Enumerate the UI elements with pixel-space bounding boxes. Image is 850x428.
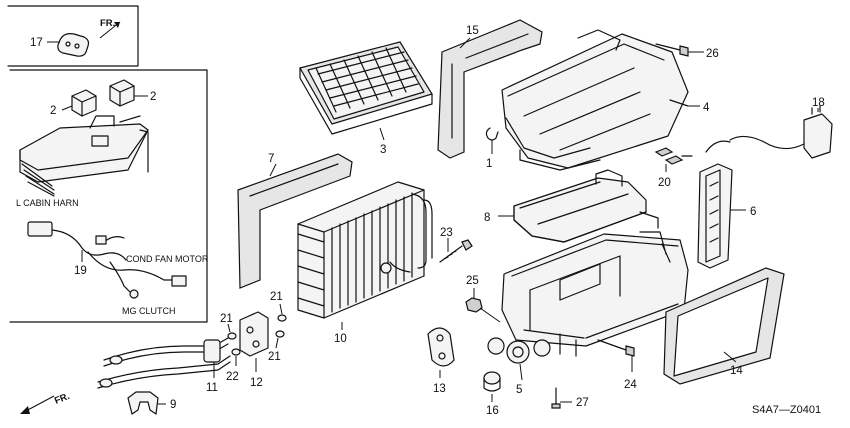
part-19-sub-harness[interactable] [27, 221, 187, 299]
callout-17: 17 [30, 37, 43, 49]
part-7-foam-strip[interactable] [237, 153, 353, 289]
callout-2b: 2 [150, 91, 156, 103]
part-21-o-ring-b[interactable] [277, 314, 287, 322]
callout-10: 10 [334, 333, 347, 345]
callout-6: 6 [750, 206, 756, 218]
callout-21a: 21 [220, 313, 233, 325]
part-2-relay-right[interactable] [109, 79, 135, 107]
part-3-air-filter[interactable] [299, 41, 433, 135]
part-9-pipe-clamp[interactable] [127, 391, 159, 415]
label-mg-clutch: MG CLUTCH [122, 306, 176, 316]
part-20-sensor-clips[interactable] [654, 147, 693, 165]
part-4-upper-case[interactable] [501, 29, 689, 171]
part-8-drain-tray[interactable] [513, 169, 659, 243]
part-17-connector[interactable] [47, 33, 90, 57]
part-11-pipe-assembly[interactable] [97, 337, 231, 389]
front-label-bottom: FR. [53, 391, 71, 407]
part-26-screw[interactable] [655, 43, 689, 57]
part-15-foam-seal[interactable] [437, 19, 543, 159]
front-arrow-icon-top [99, 21, 121, 39]
front-arrow-icon-bottom [20, 395, 55, 414]
callout-16: 16 [486, 405, 499, 417]
part-12-expansion-valve[interactable] [239, 311, 269, 357]
callout-7: 7 [268, 153, 274, 165]
part-5-lower-case[interactable] [487, 231, 689, 364]
part-18-thermostat[interactable] [705, 105, 833, 159]
callout-21b: 21 [270, 291, 283, 303]
callout-18: 18 [812, 97, 825, 109]
part-16-cap[interactable] [483, 371, 501, 392]
callout-22: 22 [226, 371, 239, 383]
callout-27: 27 [576, 397, 589, 409]
callout-25: 25 [466, 275, 479, 287]
diagram-code: S4A7—Z0401 [752, 404, 821, 416]
callout-15: 15 [466, 25, 479, 37]
callout-19: 19 [74, 265, 87, 277]
callout-9: 9 [170, 399, 176, 411]
callout-5: 5 [516, 384, 522, 396]
part-10-evaporator[interactable] [297, 181, 433, 319]
callout-24: 24 [624, 379, 637, 391]
part-22-o-ring[interactable] [231, 348, 241, 356]
front-label-top: FR. [100, 18, 115, 29]
part-6-side-panel[interactable] [697, 163, 733, 269]
part-25-nut[interactable] [465, 297, 483, 313]
callout-4: 4 [703, 102, 710, 114]
part-24-bolt[interactable] [597, 339, 635, 357]
inset-frames [7, 5, 208, 323]
callout-13: 13 [433, 383, 446, 395]
callout-11: 11 [206, 382, 218, 394]
part-2-relay-left[interactable] [71, 89, 97, 117]
callout-3: 3 [380, 144, 386, 156]
label-cond-fan-motor: COND FAN MOTOR [126, 254, 209, 264]
label-cabin-harness: L CABIN HARN [16, 198, 79, 208]
part-1-clip[interactable] [485, 127, 499, 141]
callout-21c: 21 [268, 351, 281, 363]
callout-20: 20 [658, 177, 671, 189]
part-14-foam-gasket[interactable] [663, 267, 785, 385]
callout-23: 23 [440, 227, 453, 239]
part-21-o-ring-c[interactable] [275, 330, 285, 338]
callout-8: 8 [484, 212, 490, 224]
callout-14: 14 [730, 365, 743, 377]
callout-12: 12 [250, 377, 263, 389]
callout-2a: 2 [50, 105, 56, 117]
relay-box-harness [19, 115, 149, 197]
part-23-bolt[interactable] [439, 239, 473, 263]
callout-1: 1 [486, 158, 492, 170]
part-21-o-ring-a[interactable] [227, 332, 237, 340]
part-27-screw[interactable] [551, 387, 561, 409]
callout-26: 26 [706, 48, 719, 60]
part-13-grommet[interactable] [427, 327, 455, 367]
